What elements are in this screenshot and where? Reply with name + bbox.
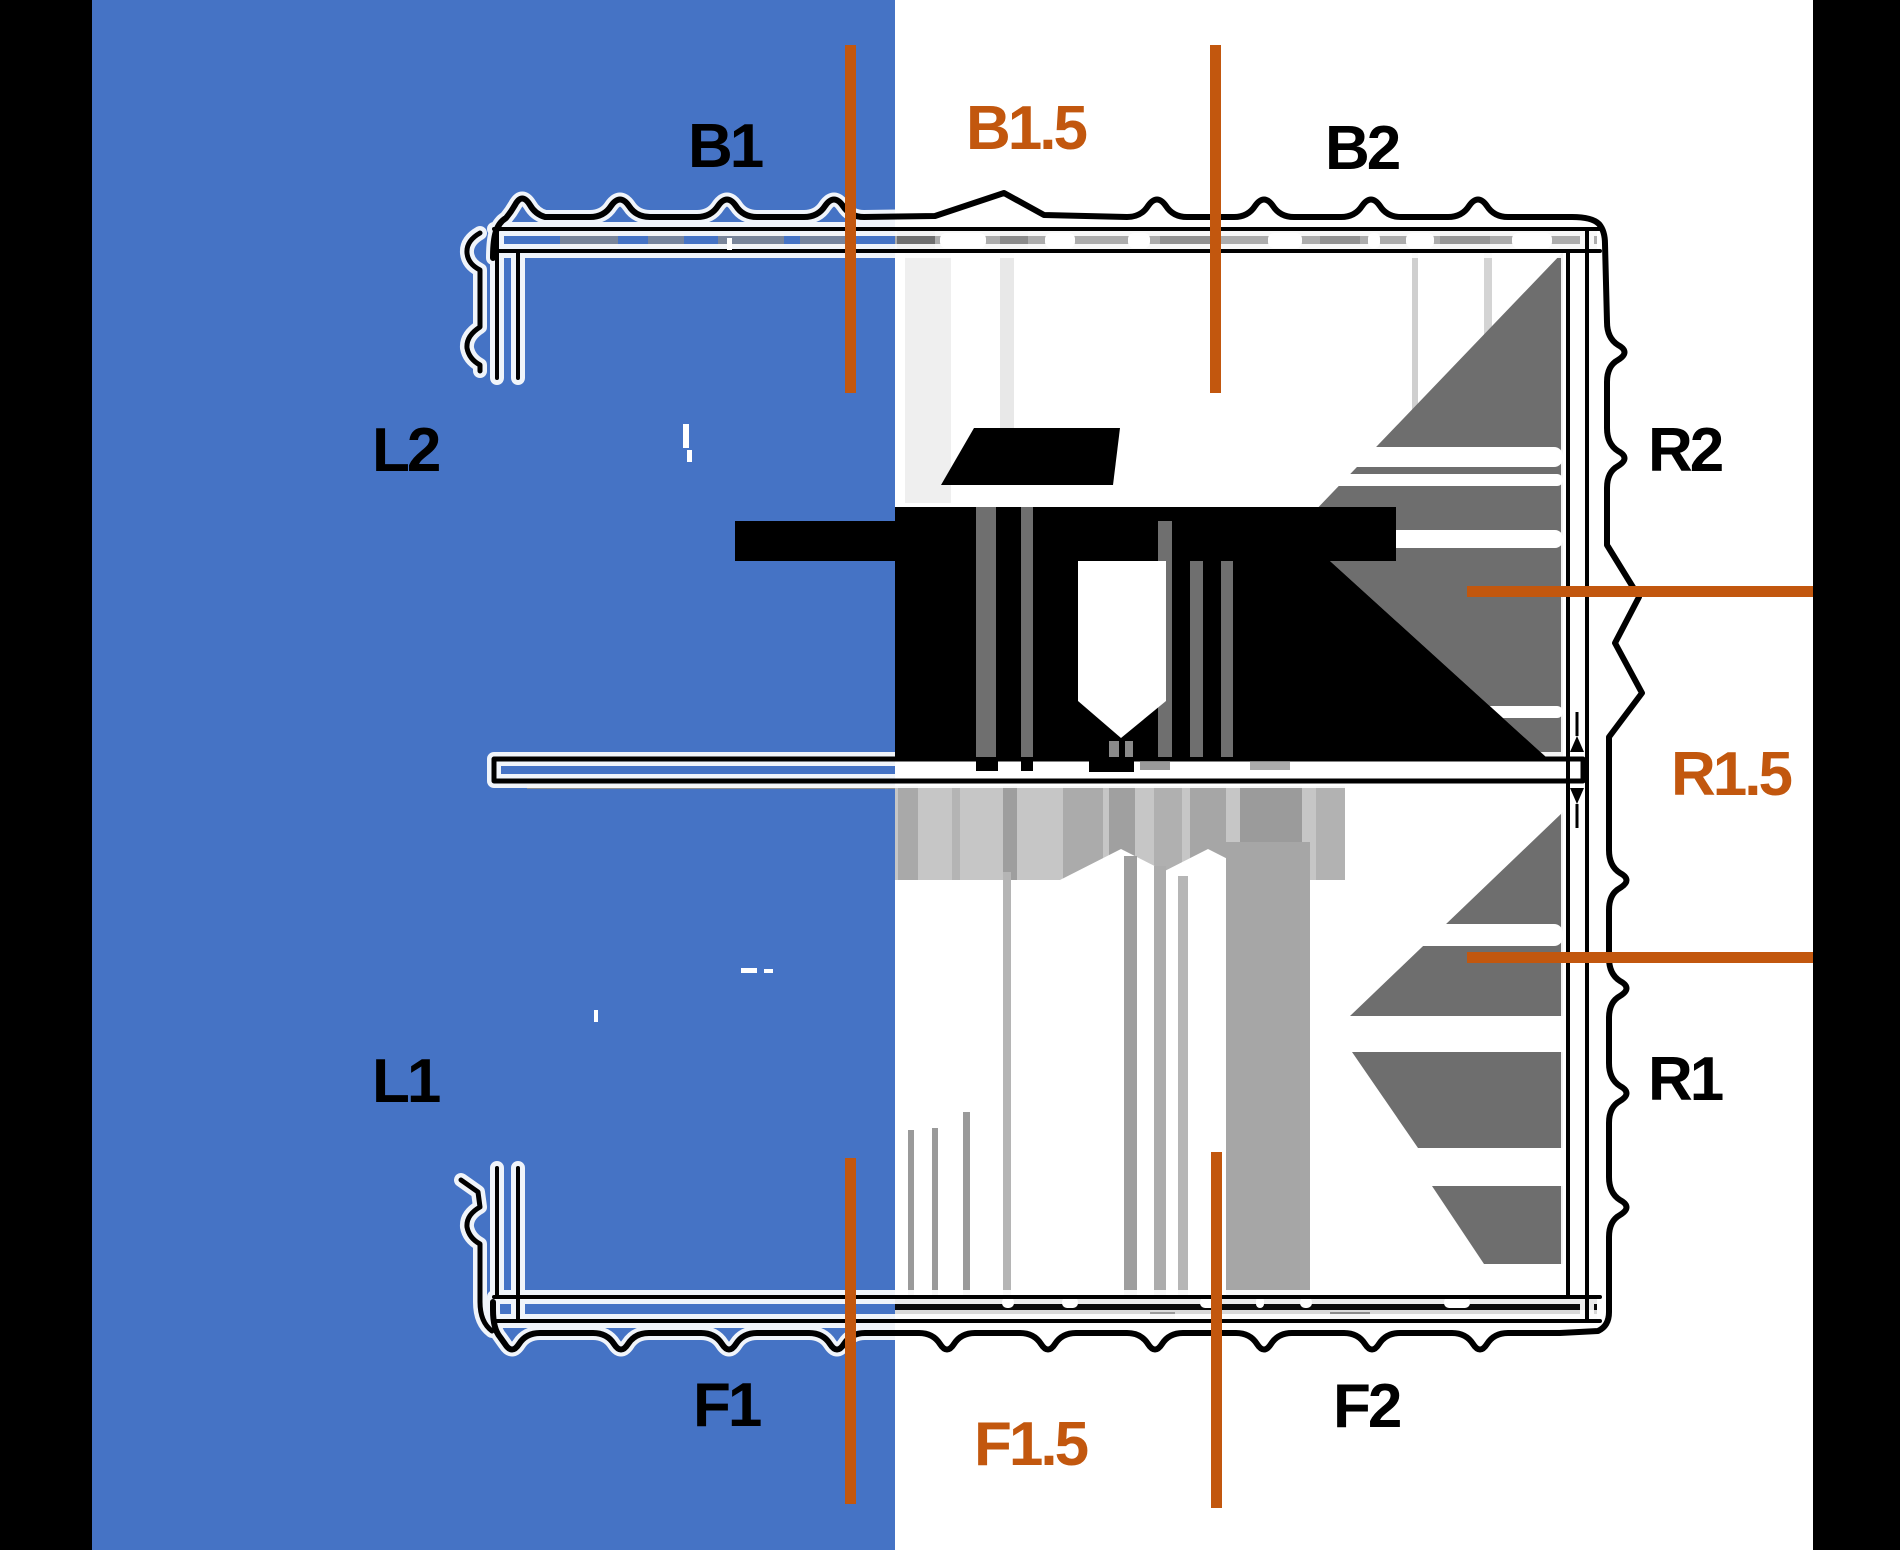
central-black-mass (735, 428, 1546, 772)
lower-roof-shading (527, 785, 1563, 1296)
right-letterbox-bar (1813, 0, 1900, 1550)
upper-roof-shading (1282, 252, 1563, 757)
marker-r1: R1 (1648, 1045, 1724, 1114)
section-line-f-left-vertical (845, 1158, 856, 1504)
marker-r2: R2 (1648, 416, 1724, 485)
marker-b1: B1 (688, 112, 764, 181)
section-line-r-upper-horizontal (1467, 586, 1813, 597)
marker-l1: L1 (372, 1047, 441, 1116)
left-letterbox-bar (0, 0, 92, 1550)
marker-f1-5: F1.5 (974, 1410, 1089, 1479)
marker-b2: B2 (1325, 114, 1401, 183)
marker-l2: L2 (372, 416, 441, 485)
speckle-artifacts (594, 238, 773, 1022)
dimension-arrows (1570, 712, 1584, 828)
scan-texture-columns (905, 253, 1492, 503)
section-line-b-right-vertical (1210, 45, 1221, 393)
white-pentagon-cutout (1078, 561, 1166, 738)
section-line-r-lower-horizontal (1467, 952, 1813, 963)
marker-f1: F1 (693, 1371, 762, 1440)
marker-r1-5: R1.5 (1671, 740, 1793, 809)
section-line-b-left-vertical (845, 45, 856, 393)
marker-b1-5: B1.5 (966, 94, 1088, 163)
section-line-f-right-vertical (1211, 1152, 1222, 1508)
marker-f2: F2 (1333, 1372, 1402, 1441)
